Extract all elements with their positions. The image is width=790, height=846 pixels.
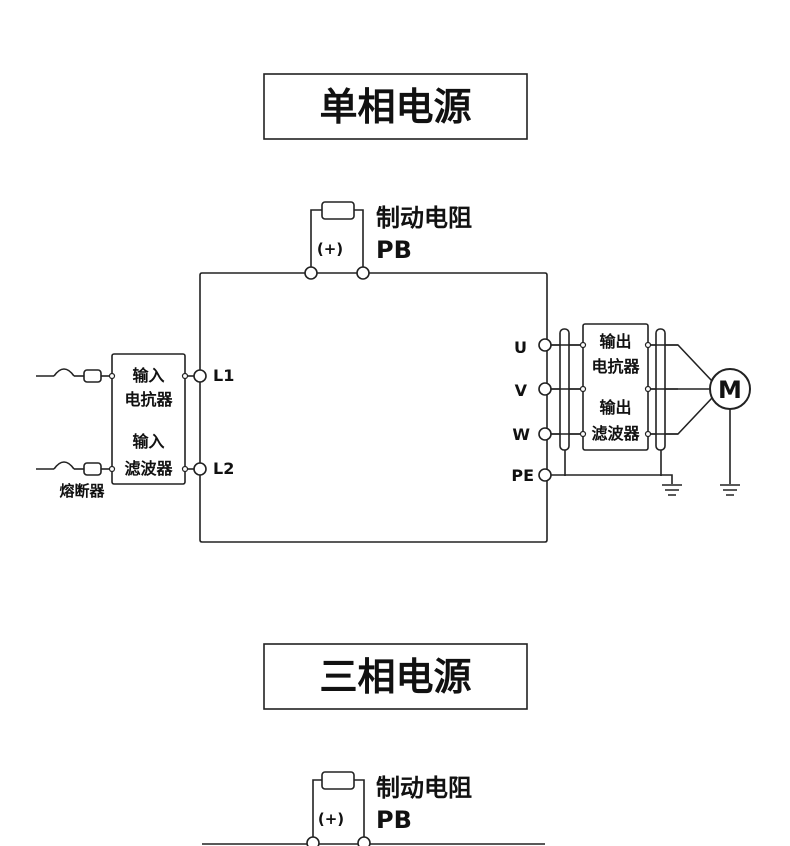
terminal-u: [538, 338, 552, 352]
three-phase-title-box: [263, 643, 528, 710]
motor-ground-icon: [720, 484, 740, 496]
brake-resistor: (+) 制动电阻 PB: [310, 201, 472, 272]
terminal-l1: [193, 369, 207, 383]
terminal-l1-label: L1: [213, 366, 234, 385]
fuse-arc-icon: [53, 368, 75, 377]
terminal-u-label: U: [514, 338, 527, 357]
three-phase-title: 三相电源: [319, 655, 471, 699]
terminal-pb: [357, 836, 371, 846]
terminal-w-label: W: [512, 425, 530, 444]
pb-label: PB: [376, 806, 412, 834]
output-reactor-label-1: 输出: [599, 332, 631, 351]
inverter-body: [199, 272, 548, 543]
fuse-label: 熔断器: [59, 482, 105, 500]
terminal-plus: [304, 266, 318, 280]
single-phase-title: 单相电源: [319, 85, 471, 129]
single-phase-title-box: [263, 73, 528, 140]
input-reactor-label-1: 输入: [132, 366, 164, 385]
plus-label: (+): [318, 810, 344, 828]
terminal-pe: [538, 468, 552, 482]
brake-resistor-wire-left: [310, 209, 322, 272]
fuse-icon: [83, 369, 102, 383]
terminal-pb: [356, 266, 370, 280]
terminal-v: [538, 382, 552, 396]
input-reactor-filter-box: [111, 353, 186, 485]
input-filter-label-1: 输入: [132, 432, 164, 451]
brake-resistor-symbol: [321, 201, 355, 220]
brake-resistor-symbol: [321, 771, 355, 790]
terminal-plus: [306, 836, 320, 846]
output-filter-label-1: 输出: [599, 398, 631, 417]
three-phase-section: 三相电源 (+) 制动电阻 PB: [202, 643, 545, 846]
ground-icon: [662, 484, 682, 496]
plus-label: (+): [317, 240, 343, 258]
output-reactor-label-2: 电抗器: [591, 357, 640, 376]
input-filter-label-2: 滤波器: [124, 459, 173, 478]
fuse-icon: [83, 462, 102, 476]
brake-resistor-wire-right: [354, 209, 364, 272]
input-reactor-label-2: 电抗器: [124, 390, 173, 409]
brake-resistor-three-phase: (+) 制动电阻 PB: [312, 771, 472, 842]
pb-label: PB: [376, 236, 412, 264]
fuse-arc-icon: [53, 461, 75, 470]
motor-label: M: [718, 376, 742, 404]
brake-resistor-label: 制动电阻: [376, 774, 472, 802]
fuse-l2: [36, 461, 112, 476]
terminal-v-label: V: [515, 381, 528, 400]
terminal-pe-label: PE: [511, 466, 534, 485]
output-filter-label-2: 滤波器: [591, 424, 640, 443]
brake-resistor-label: 制动电阻: [376, 204, 472, 232]
fuse-l1: [36, 368, 112, 383]
single-phase-section: 单相电源 (+) 制动电阻 PB 熔断器: [36, 73, 751, 543]
terminal-l2: [193, 462, 207, 476]
terminal-l2-label: L2: [213, 459, 234, 478]
terminal-w: [538, 427, 552, 441]
